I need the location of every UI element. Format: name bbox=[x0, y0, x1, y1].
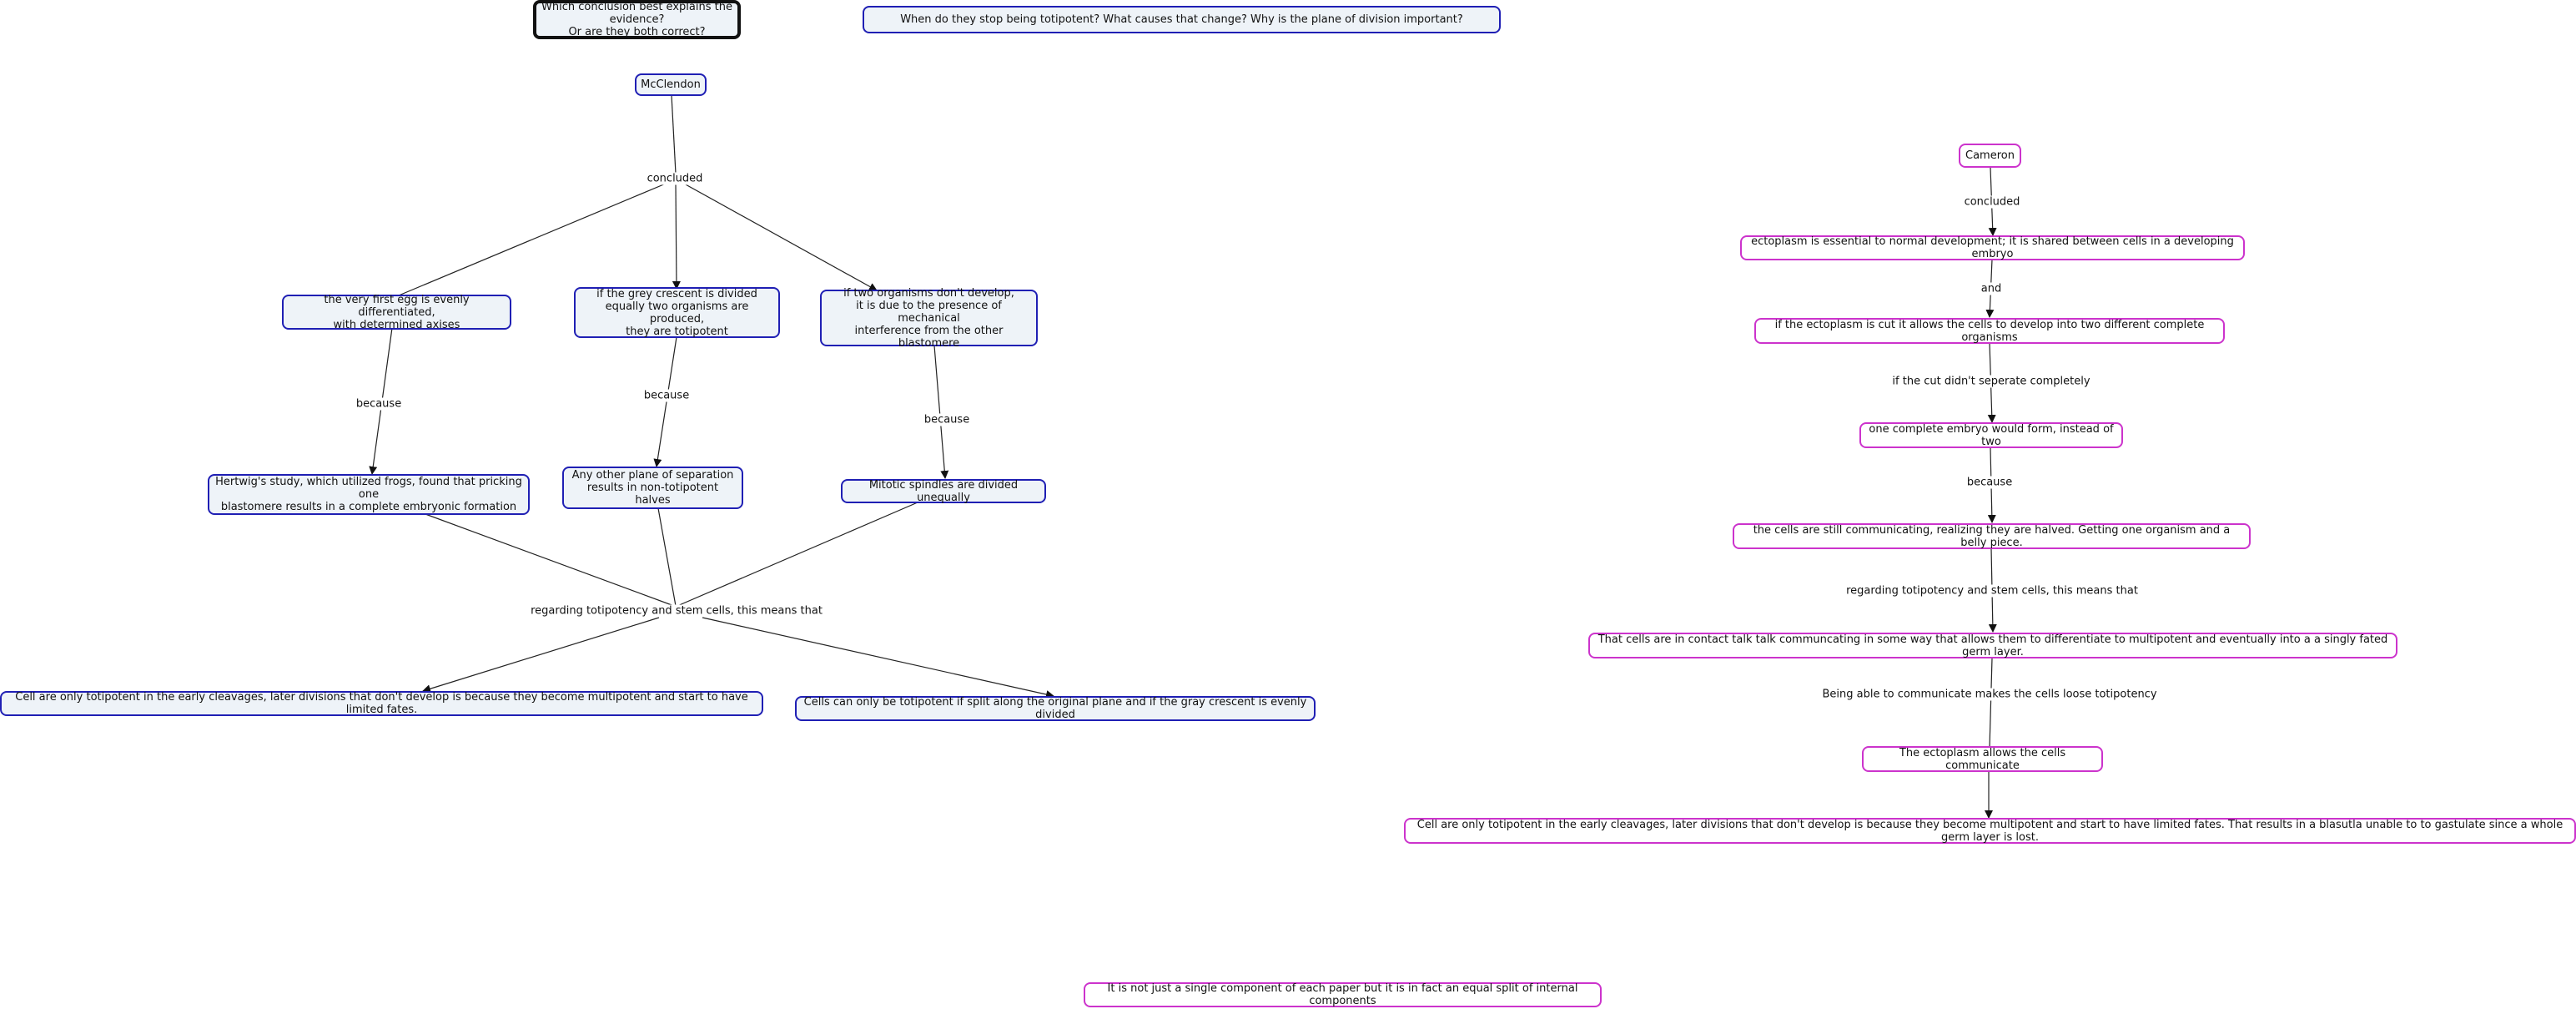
two-organisms-node[interactable]: if two organisms don't develop, it is du… bbox=[820, 287, 1038, 350]
other-plane-node[interactable]: Any other plane of separation results in… bbox=[562, 467, 743, 509]
edge-label-concluded: concluded bbox=[644, 172, 706, 185]
still-communicating-node[interactable]: the cells are still communicating, reali… bbox=[1733, 523, 2251, 549]
ectoplasm-essential-node[interactable]: ectoplasm is essential to normal develop… bbox=[1740, 235, 2245, 260]
edge-label-regarding: regarding totipotency and stem cells, th… bbox=[528, 604, 825, 618]
edge-grey-crescent-other-plane bbox=[653, 336, 677, 467]
edge-concluded-grey-crescent bbox=[672, 183, 681, 290]
ectoplasm-cut-node[interactable]: if the ectoplasm is cut it allows the ce… bbox=[1754, 318, 2225, 344]
first-egg-node[interactable]: the very first egg is evenly differentia… bbox=[282, 294, 511, 331]
edge-regarding-cells-split bbox=[702, 617, 1054, 699]
edge-concluded-first-egg bbox=[398, 183, 667, 296]
conclusion-left-node[interactable]: Cell are only totipotent in the early cl… bbox=[0, 691, 763, 716]
edge-label-being-able: Being able to communicate makes the cell… bbox=[1819, 688, 2160, 701]
edge-label-and: and bbox=[1978, 282, 2005, 295]
edge-hertwig-regarding bbox=[425, 513, 675, 607]
main-question-node[interactable]: Which conclusion best explains the evide… bbox=[533, 0, 741, 39]
ectoplasm-allows-node[interactable]: The ectoplasm allows the cells communica… bbox=[1862, 746, 2103, 772]
mitotic-node[interactable]: Mitotic spindles are divided unequally bbox=[841, 479, 1046, 504]
edge-label-because: because bbox=[1964, 476, 2015, 489]
edge-label-because: because bbox=[921, 413, 973, 426]
top-question-node[interactable]: When do they stop being totipotent? What… bbox=[863, 6, 1501, 33]
edge-regarding-cell-left bbox=[422, 617, 660, 694]
conclusion-right-node[interactable]: Cell are only totipotent in the early cl… bbox=[1404, 818, 2576, 844]
grey-crescent-node[interactable]: if the grey crescent is divided equally … bbox=[574, 287, 780, 338]
edge-concluded-two-organisms bbox=[683, 183, 878, 291]
edge-two-organisms-mitotic bbox=[933, 345, 949, 479]
edge-label-concluded: concluded bbox=[1961, 195, 2023, 209]
edge-label-regarding: regarding totipotency and stem cells, th… bbox=[1844, 584, 2141, 598]
not-single-node[interactable]: It is not just a single component of eac… bbox=[1084, 982, 1602, 1007]
edge-label-if-cut: if the cut didn't seperate completely bbox=[1889, 375, 2093, 388]
mcclendon-node[interactable]: McClendon bbox=[635, 73, 707, 96]
edge-contact-allows bbox=[1989, 658, 1993, 749]
contact-talk-node[interactable]: That cells are in contact talk talk comm… bbox=[1588, 633, 2397, 658]
cells-split-node[interactable]: Cells can only be totipotent if split al… bbox=[795, 696, 1316, 721]
edge-mcclendon-concluded bbox=[671, 94, 677, 174]
edge-other-plane-regarding bbox=[657, 507, 677, 607]
edge-label-because: because bbox=[641, 389, 692, 402]
cameron-node[interactable]: Cameron bbox=[1959, 144, 2021, 168]
edge-mitotic-regarding bbox=[677, 502, 918, 607]
edge-label-because: because bbox=[353, 397, 405, 411]
one-embryo-node[interactable]: one complete embryo would form, instead … bbox=[1859, 422, 2123, 448]
hertwig-node[interactable]: Hertwig's study, which utilized frogs, f… bbox=[208, 474, 530, 515]
